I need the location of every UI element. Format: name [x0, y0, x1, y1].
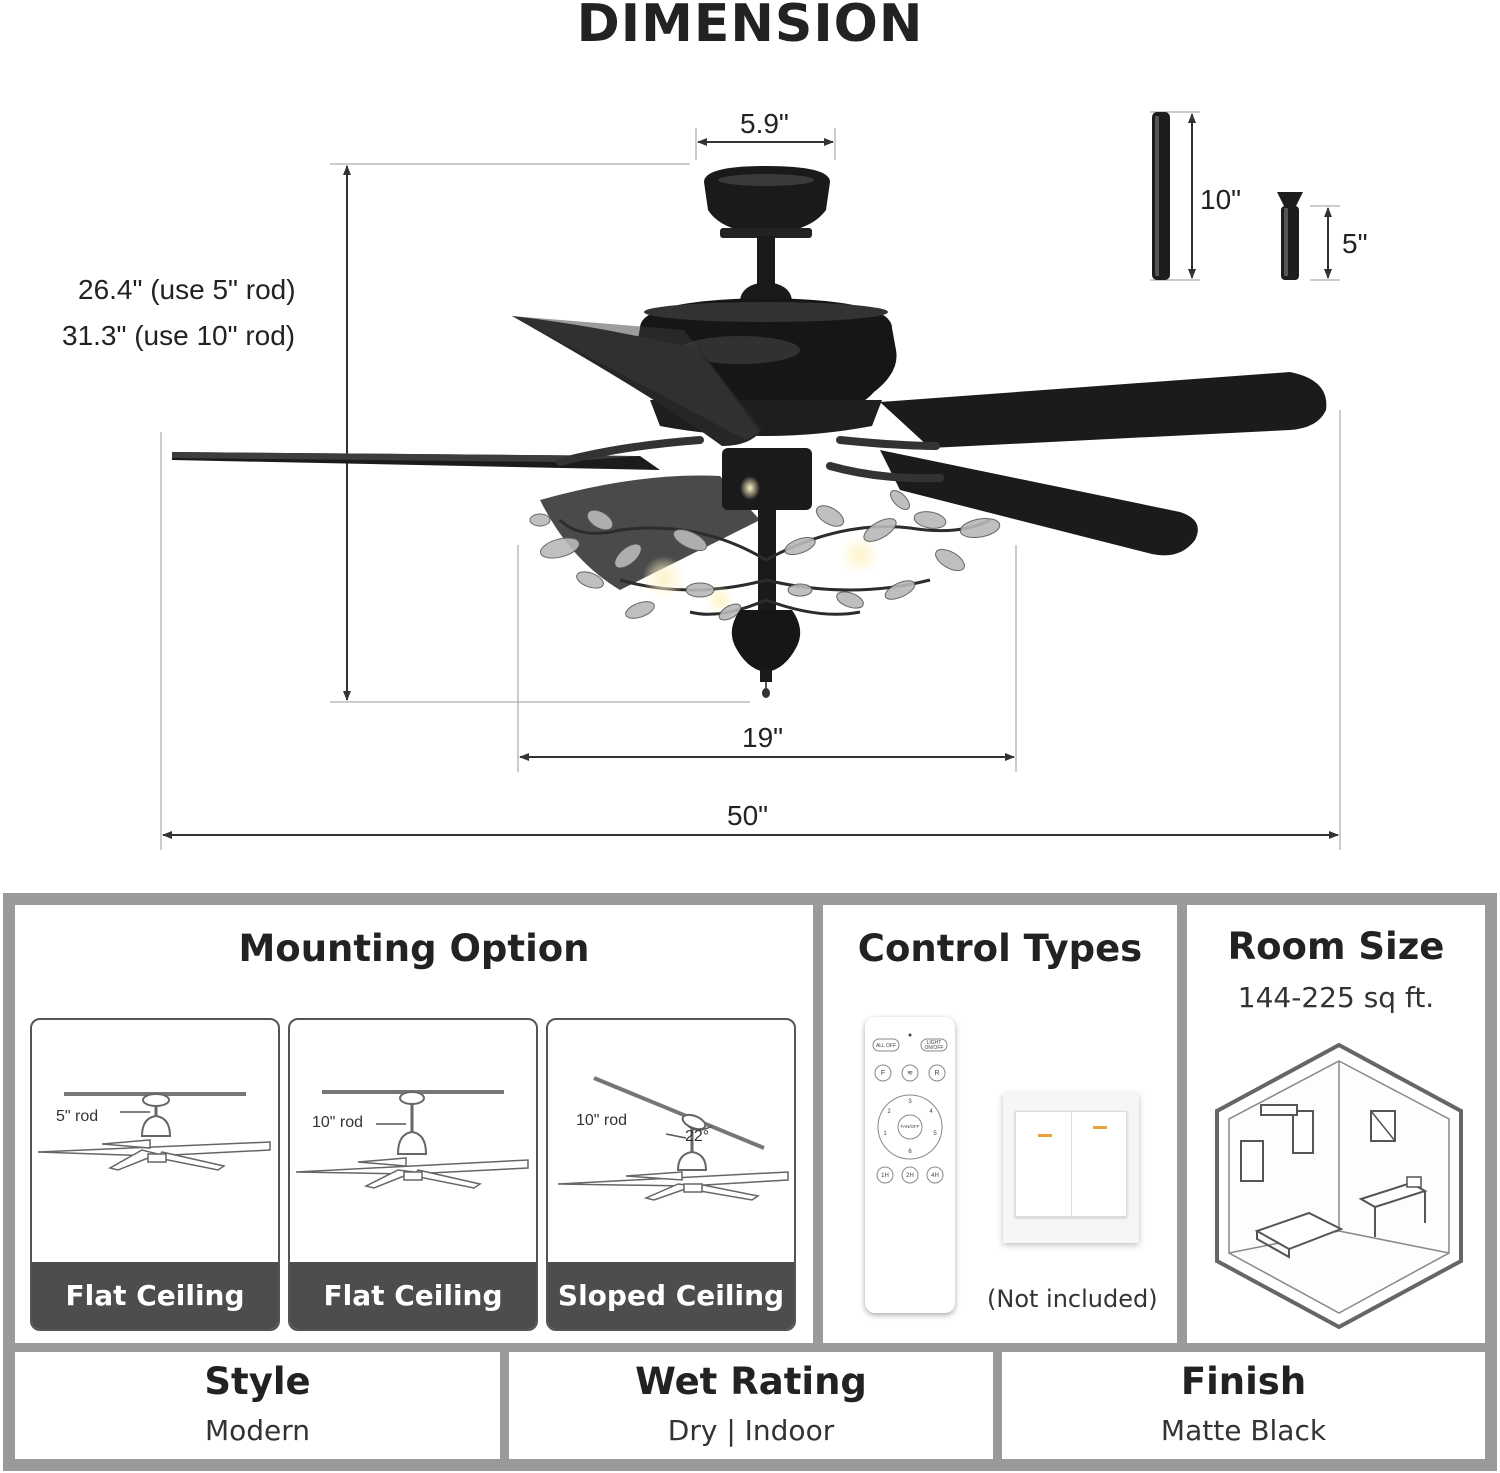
ceiling-fan-illustration	[172, 166, 1327, 698]
finish-value: Matte Black	[1160, 1414, 1327, 1447]
room-size-panel: Room Size 144-225 sq ft.	[1187, 905, 1485, 1343]
room-icon	[1215, 1042, 1463, 1330]
mounting-card-flat-5: 5" rod Flat Ceiling	[30, 1018, 280, 1331]
svg-text:4H: 4H	[931, 1173, 939, 1179]
canopy-width-label: 5.9"	[740, 108, 789, 139]
flat-ceiling-5-rod-icon	[37, 1092, 271, 1171]
svg-text:1H: 1H	[881, 1173, 889, 1179]
downrod-10-inch	[1152, 112, 1170, 280]
remote-control-image: ALL OFF LIGHT ON/OFF F ≋ R FAN/OFF 3 2 4	[865, 1017, 955, 1313]
svg-text:3: 3	[908, 1099, 912, 1105]
sloped-ceiling-10-rod-icon	[557, 1076, 789, 1201]
switch-indicator-icon	[1038, 1134, 1052, 1137]
mounting-rod-label: 10" rod	[576, 1112, 628, 1129]
svg-text:2H: 2H	[906, 1173, 914, 1179]
switch-plate	[1015, 1111, 1128, 1218]
finish-panel: Finish Matte Black	[1002, 1352, 1485, 1459]
mounting-card-flat-10: 10" rod Flat Ceiling	[288, 1018, 538, 1331]
height-short-rod-label: 26.4" (use 5" rod)	[78, 274, 296, 305]
wet-rating-value: Dry | Indoor	[667, 1414, 835, 1447]
svg-text:R: R	[934, 1070, 939, 1077]
light-width-label: 19"	[742, 722, 784, 753]
remote-btn-light: LIGHT	[927, 1040, 942, 1046]
mounting-label: Sloped Ceiling	[548, 1262, 794, 1329]
remote-icon: ALL OFF LIGHT ON/OFF F ≋ R FAN/OFF 3 2 4	[872, 1033, 948, 1184]
style-value: Modern	[204, 1414, 311, 1447]
fan-dimension-diagram	[160, 111, 1341, 850]
mounting-card-sloped-10: 10" rod 22° Sloped Ceiling	[546, 1018, 796, 1331]
mounting-label: Flat Ceiling	[32, 1262, 278, 1329]
svg-text:ON/OFF: ON/OFF	[925, 1045, 944, 1051]
svg-text:≋: ≋	[907, 1070, 913, 1077]
control-types-heading: Control Types	[857, 927, 1143, 970]
remote-btn-all-off: ALL OFF	[876, 1043, 896, 1049]
downrod-5-inch	[1277, 192, 1303, 280]
room-size-heading: Room Size	[1227, 925, 1445, 968]
slope-angle-label: 22°	[685, 1128, 710, 1145]
finish-heading: Finish	[1180, 1360, 1307, 1403]
svg-text:5: 5	[933, 1131, 937, 1137]
page-title: DIMENSION	[576, 0, 924, 54]
not-included-note: (Not included)	[987, 1285, 1158, 1313]
wet-rating-panel: Wet Rating Dry | Indoor	[509, 1352, 993, 1459]
rod-long-label: 10"	[1200, 184, 1242, 215]
svg-text:FAN/OFF: FAN/OFF	[901, 1124, 920, 1129]
style-heading: Style	[204, 1360, 311, 1403]
flat-ceiling-10-rod-icon	[295, 1090, 529, 1189]
svg-text:4: 4	[929, 1109, 933, 1115]
wall-switch-image	[1003, 1093, 1139, 1243]
mounting-option-panel: Mounting Option 5" rod Flat Ceiling	[15, 905, 813, 1343]
rod-short-label: 5"	[1342, 228, 1368, 259]
mounting-rod-label: 5" rod	[56, 1108, 99, 1125]
mounting-rod-label: 10" rod	[312, 1114, 364, 1131]
switch-indicator-icon	[1093, 1126, 1107, 1129]
mounting-option-heading: Mounting Option	[238, 927, 590, 970]
mounting-label: Flat Ceiling	[290, 1262, 536, 1329]
height-long-rod-label: 31.3" (use 10" rod)	[62, 320, 296, 351]
switch-right	[1073, 1112, 1128, 1218]
room-size-value: 144-225 sq ft.	[1237, 981, 1435, 1014]
svg-text:F: F	[881, 1070, 885, 1077]
svg-text:6: 6	[908, 1149, 912, 1155]
svg-text:2: 2	[887, 1109, 891, 1115]
blade-span-label: 50"	[727, 800, 769, 831]
control-types-panel: Control Types ALL OFF LIGHT ON/OFF F ≋ R	[823, 905, 1177, 1343]
wet-rating-heading: Wet Rating	[635, 1360, 867, 1403]
style-panel: Style Modern	[15, 1352, 500, 1459]
svg-text:1: 1	[883, 1131, 887, 1137]
spec-grid: Mounting Option 5" rod Flat Ceiling	[3, 893, 1497, 1471]
dimension-arrows	[162, 113, 1339, 839]
switch-left	[1016, 1112, 1072, 1218]
